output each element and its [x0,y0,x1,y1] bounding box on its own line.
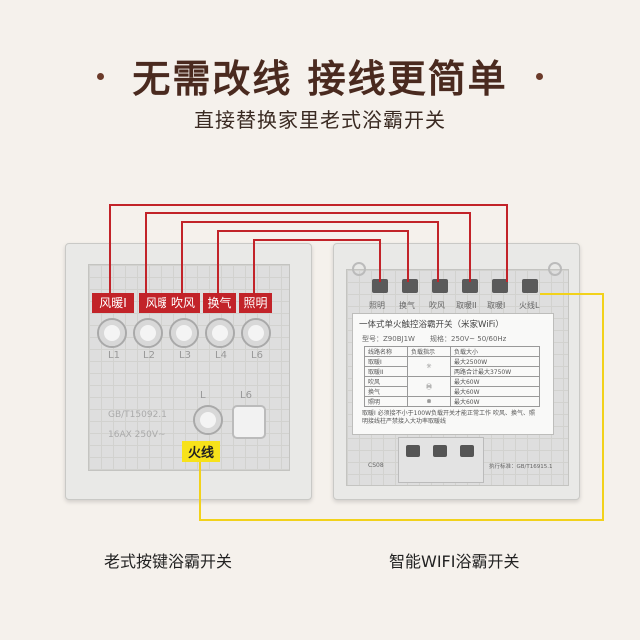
new-standard: 执行标准：GB/T16915.1 [489,464,553,470]
old-code-l2: L2 [143,350,155,361]
old-code-l3: L3 [179,350,191,361]
wire-zhaoming [253,239,381,293]
subheadline: 直接替换家里老式浴霸开关 [194,108,446,132]
new-bottom-screw-1 [406,445,420,457]
wire-chuifeng [181,221,439,293]
new-screw-qunuan-2 [462,279,478,293]
new-label-qunuan-1: 取暖I [487,301,506,310]
old-emboss-rating: 16AX 250V~ [108,430,166,440]
new-bottom-screw-3 [460,445,474,457]
old-terminal-empty [232,405,266,439]
old-terminal-l6 [241,318,271,348]
new-label-chuifeng: 吹风 [429,301,445,310]
tag-chuifeng-visible: 吹风 [166,293,200,313]
wire-huanqi [217,230,409,293]
new-cs-code: CS08 [368,462,384,469]
new-corner-hole-tl [352,262,366,276]
old-terminal-l4 [205,318,235,348]
new-switch-caption: 智能WIFI浴霸开关 [389,552,520,571]
old-terminal-live [193,405,223,435]
new-label-qunuan-2: 取暖II [456,301,477,310]
old-code-l4: L4 [215,350,227,361]
new-spec-table: 线路名称 负载指示 负载大小 取暖I ☼ 最大2500W 取暖II 两路合计最大… [364,346,541,407]
new-title: 一体式单火触控浴霸开关（米家WiFi） [359,320,504,330]
old-code-l1: L1 [108,350,120,361]
new-warning-note: 取暖I 必须接不小于100W负载开关才能正常工作 吹风、换气、照明接线柱严禁接入… [362,410,535,425]
old-terminal-l3 [169,318,199,348]
wire-fengnuan-2 [145,212,471,293]
old-emboss-standard: GB/T15092.1 [108,410,167,420]
headline-right-dot [536,73,543,80]
wire-fengnuan-1 [109,204,508,293]
new-screw-huanqi [402,279,418,293]
tag-fengnuan-1: 风暖I [92,293,134,313]
old-code-l6: L6 [251,350,263,361]
new-label-live: 火线L [519,301,540,310]
new-bottom-block [398,437,484,483]
new-label-zhaoming: 照明 [369,301,385,310]
old-terminal-l2 [133,318,163,348]
new-screw-zhaoming [372,279,388,293]
new-model: 型号：Z90BJ1W [362,335,415,343]
new-corner-hole-tr [548,262,562,276]
headline: 无需改线 接线更简单 [132,57,508,101]
spec-row: 照明 ⊗ 最大60W [364,396,541,407]
new-screw-live [522,279,538,293]
new-bottom-screw-2 [433,445,447,457]
old-switch-caption: 老式按键浴霸开关 [104,552,233,571]
tag-huanqi: 换气 [203,293,236,313]
old-code-bottom-l6: L6 [240,390,252,401]
old-code-bottom-l: L [200,390,206,401]
tag-zhaoming: 照明 [239,293,272,313]
new-screw-chuifeng [432,279,448,293]
wire-live [199,293,604,521]
new-screw-qunuan-1 [492,279,508,293]
headline-left-dot [97,73,104,80]
new-rating: 规格：250V~ 50/60Hz [430,335,507,343]
spec-row-size: 最大60W [449,396,541,407]
new-label-huanqi: 换气 [399,301,415,310]
old-terminal-l1 [97,318,127,348]
fire-line-label: 火线 [182,441,221,462]
